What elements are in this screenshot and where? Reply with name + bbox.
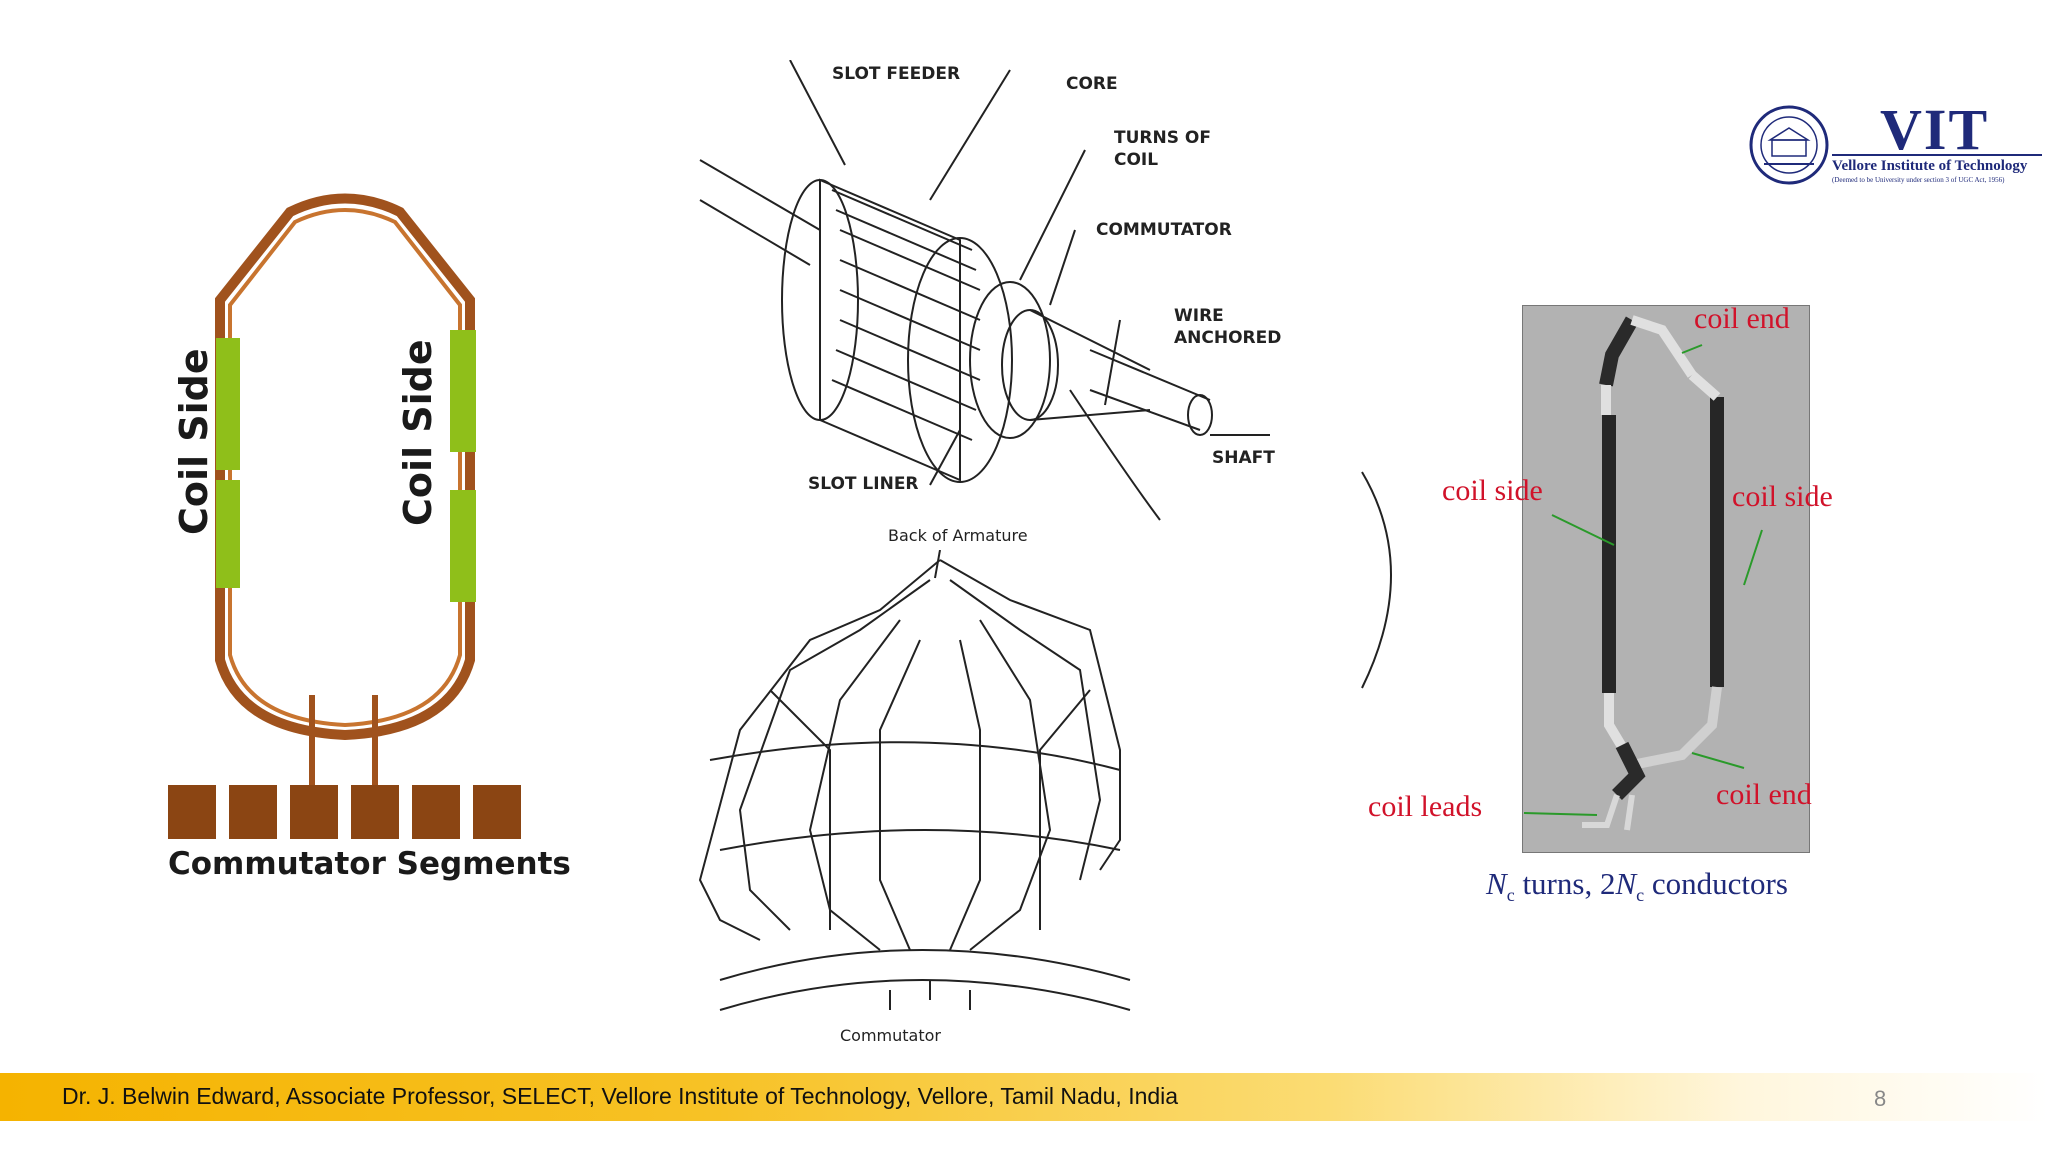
commutator-segment (351, 785, 399, 839)
commutator-segment (168, 785, 216, 839)
commutator-segment (290, 785, 338, 839)
armature-drawing (699, 60, 1270, 521)
curve-decoration (1361, 471, 1392, 689)
logo-rule (1832, 154, 2042, 156)
winding-commutator-label: Commutator (840, 1026, 941, 1045)
wire-anchored-label-2: ANCHORED (1174, 328, 1282, 348)
coil-side-right-label: coil side (1732, 480, 1833, 513)
caption-sub: c (1506, 885, 1515, 906)
footer-text: Dr. J. Belwin Edward, Associate Professo… (62, 1083, 1179, 1109)
vit-logo-name: Vellore Institute of Technology (1832, 158, 2028, 174)
wire-anchored-label-1: WIRE (1174, 306, 1224, 326)
turns-of-coil-label-1: TURNS OF (1114, 128, 1211, 148)
coil-leads-label: coil leads (1368, 790, 1483, 823)
slot-feeder-label: SLOT FEEDER (832, 64, 961, 84)
vit-logo-text: VIT (1880, 97, 1990, 162)
coil-loop-drawing (215, 193, 476, 790)
caption-sub2: c (1636, 885, 1645, 906)
commutator-top-label: COMMUTATOR (1096, 220, 1232, 240)
coil-end-top-label: coil end (1694, 302, 1790, 335)
vit-seal-icon (1749, 105, 1829, 185)
coil-side-left-label: coil side (1442, 474, 1543, 507)
caption-turns: turns, 2 (1514, 866, 1616, 901)
page-number: 8 (1874, 1086, 1887, 1111)
coil-caption: Nc turns, 2Nc conductors (1486, 866, 1788, 906)
footer-bar (0, 1073, 2048, 1121)
winding-drawing (698, 550, 1131, 1011)
caption-n2: N (1615, 866, 1637, 901)
caption-conductors: conductors (1644, 866, 1788, 901)
caption-n: N (1486, 866, 1507, 901)
commutator-segment (412, 785, 460, 839)
shaft-label: SHAFT (1212, 448, 1275, 468)
turns-of-coil-label-2: COIL (1114, 150, 1159, 170)
coil-side-label-right: Coil Side (396, 339, 440, 526)
commutator-segment (473, 785, 521, 839)
commutator-segments-label: Commutator Segments (168, 846, 571, 882)
coil-end-bottom-label: coil end (1716, 778, 1812, 811)
coil-photo-drawing (1523, 315, 1763, 831)
back-of-armature-label: Back of Armature (888, 526, 1028, 545)
coil-side-label-left: Coil Side (172, 348, 216, 535)
vit-logo-tagline: (Deemed to be University under section 3… (1832, 176, 2005, 184)
commutator-segment (229, 785, 277, 839)
core-label: CORE (1066, 74, 1118, 94)
slot-liner-label: SLOT LINER (808, 474, 919, 494)
